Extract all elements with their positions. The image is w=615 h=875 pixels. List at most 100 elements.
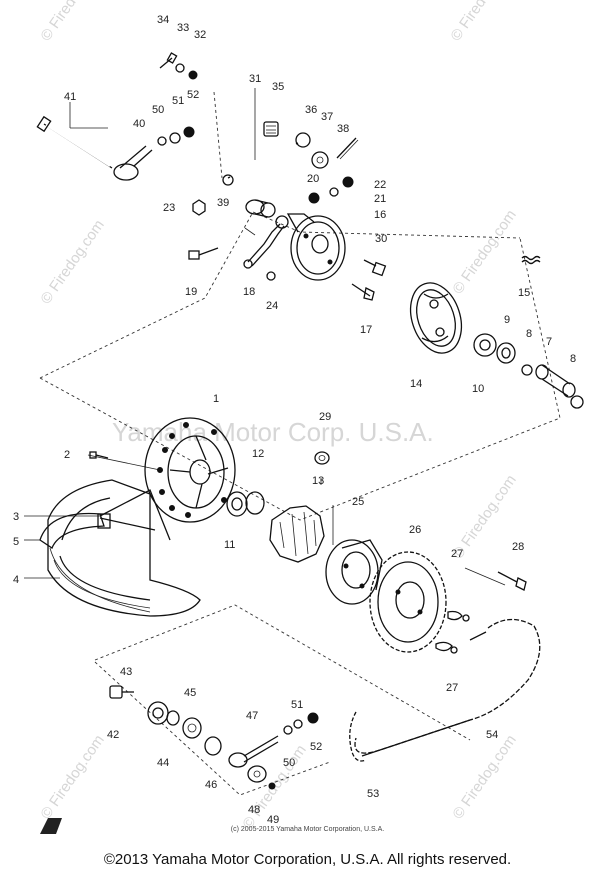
bolt-24 — [266, 271, 276, 281]
spacer-46 — [204, 736, 222, 756]
label-10: 10 — [472, 383, 484, 395]
label-12: 12 — [252, 448, 264, 460]
label-11: 11 — [224, 539, 235, 551]
label-3: 3 — [13, 511, 19, 523]
label-15: 15 — [518, 287, 530, 299]
axle-group — [109, 685, 319, 790]
watermark-brand-3: © Firedog.com — [37, 217, 107, 308]
label-32: 32 — [194, 29, 206, 41]
washer-51b — [293, 719, 303, 729]
label-5: 5 — [13, 536, 19, 548]
label-50b: 50 — [283, 757, 295, 769]
label-8a: 8 — [526, 328, 532, 340]
washer-50b — [283, 725, 293, 735]
washer-8a — [521, 364, 533, 376]
label-44: 44 — [157, 757, 169, 769]
label-8b: 8 — [570, 353, 576, 365]
label-23: 23 — [163, 202, 175, 214]
nut-20 — [308, 192, 320, 204]
footer-copyright: ©2013 Yamaha Motor Corporation, U.S.A. A… — [103, 851, 512, 868]
label-52b: 52 — [310, 741, 322, 753]
part-labels: 34 33 32 41 31 35 50 51 52 40 36 37 38 2… — [13, 14, 576, 826]
chain-joint-53 — [349, 711, 367, 762]
label-28: 28 — [512, 541, 524, 553]
collar-13 — [314, 451, 330, 465]
label-2: 2 — [64, 449, 70, 461]
bolt-19 — [188, 247, 219, 260]
label-20: 20 — [307, 173, 319, 185]
drive-chain-54 — [354, 618, 541, 757]
rubber-35 — [263, 121, 279, 137]
label-18: 18 — [243, 286, 255, 298]
label-27b: 27 — [446, 682, 458, 694]
bolt-34 — [159, 52, 178, 69]
sprocket-26 — [369, 551, 447, 653]
brake-cam-17 — [351, 283, 375, 301]
damper-25 — [269, 505, 325, 563]
tube-5 — [39, 512, 111, 549]
watermark-brand-6: © Firedog.com — [37, 732, 107, 823]
bolt-2 — [89, 451, 109, 459]
nut-49 — [268, 782, 276, 790]
label-13: 13 — [312, 475, 324, 487]
label-37: 37 — [321, 111, 333, 123]
hub-1 — [144, 417, 236, 523]
axle-41 — [36, 115, 113, 169]
label-35: 35 — [272, 81, 284, 93]
collar-7 — [535, 364, 576, 398]
label-38: 38 — [337, 123, 349, 135]
label-50a: 50 — [152, 104, 164, 116]
diagram-copyright: (c) 2005-2015 Yamaha Motor Corporation, … — [230, 826, 385, 833]
top-link-line — [213, 91, 223, 179]
spring-15 — [521, 255, 541, 265]
label-47: 47 — [246, 710, 258, 722]
collar-45a — [166, 710, 180, 726]
oil-seal-9 — [496, 342, 516, 364]
brake-plate-16 — [286, 213, 346, 281]
collar-45 — [182, 717, 202, 739]
label-9: 9 — [504, 314, 510, 326]
clutch-hub — [325, 539, 383, 605]
watermark-brand-7: © Firedog.com — [449, 732, 519, 823]
bolt-42 — [109, 685, 134, 699]
chain-adjuster-40 — [113, 145, 153, 181]
bearing-44 — [147, 701, 169, 725]
label-14: 14 — [410, 378, 422, 390]
hub-group — [39, 417, 527, 654]
lock-washer-27a — [447, 610, 470, 622]
washer-50 — [157, 136, 167, 146]
firedog-logo-mark — [40, 818, 62, 834]
label-25: 25 — [352, 496, 364, 508]
watermark-center: Yamaha Motor Corp. U.S.A. — [112, 417, 434, 447]
nut-37 — [311, 151, 329, 169]
label-39: 39 — [217, 197, 229, 209]
torque-rod-31 — [222, 142, 299, 186]
watermark-brand-4: © Firedog.com — [449, 207, 519, 298]
washer-33 — [175, 63, 185, 73]
watermark-brand-2: © Firedog.com — [447, 0, 517, 44]
brake-shoe-14 — [409, 282, 463, 354]
label-30: 30 — [375, 233, 387, 245]
label-21: 21 — [374, 193, 386, 205]
label-54: 54 — [486, 729, 498, 741]
adjuster-47 — [228, 735, 279, 768]
washer-51 — [169, 132, 181, 144]
washer-21 — [329, 187, 339, 197]
label-49: 49 — [267, 814, 279, 826]
label-16: 16 — [374, 209, 386, 221]
circlip-12 — [245, 491, 265, 515]
bearing-11 — [226, 491, 248, 517]
label-48: 48 — [248, 804, 260, 816]
label-22: 22 — [374, 179, 386, 191]
label-46: 46 — [205, 779, 217, 791]
collar-39 — [245, 199, 276, 218]
label-26: 26 — [409, 524, 421, 536]
label-17: 17 — [360, 324, 372, 336]
brake-group — [36, 52, 584, 409]
brake-group-boundary — [39, 211, 521, 379]
label-24: 24 — [266, 300, 278, 312]
bearing-10 — [473, 333, 497, 357]
washer-8b — [570, 395, 584, 409]
lock-washer-27b — [435, 641, 458, 654]
